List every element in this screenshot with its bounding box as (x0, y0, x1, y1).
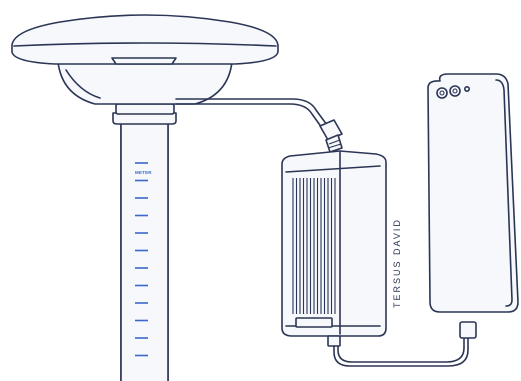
gnss-antenna (12, 15, 278, 104)
gnss-receiver: TERSUS DAVID (282, 151, 402, 336)
survey-pole: METER (121, 122, 168, 381)
pole-connector (113, 104, 176, 124)
antenna-cable (176, 99, 342, 152)
brand-label: TERSUS DAVID (392, 218, 402, 308)
smartphone (428, 74, 518, 312)
meter-label: METER (135, 170, 152, 175)
flash-icon (465, 87, 469, 91)
camera-lens-icon (437, 88, 447, 98)
camera-lens-icon (450, 86, 460, 96)
